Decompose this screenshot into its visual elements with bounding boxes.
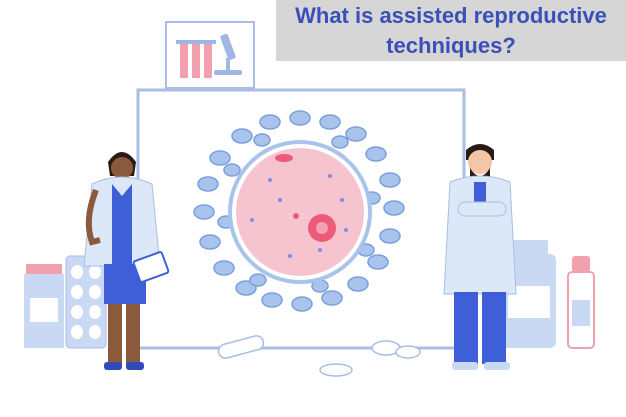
microscope-icon <box>214 33 242 75</box>
corona-cells <box>193 110 405 312</box>
pill-bottle-left <box>24 264 64 348</box>
pills <box>217 335 421 377</box>
male-doctor <box>443 144 517 370</box>
page-title: What is assisted reproductive techniques… <box>295 2 607 58</box>
blister-pack <box>65 255 107 349</box>
egg-cell <box>193 110 405 312</box>
vial <box>567 256 595 349</box>
cytoplasm <box>236 148 364 276</box>
title-banner: What is assisted reproductive techniques… <box>276 0 626 61</box>
female-doctor <box>83 152 170 370</box>
microscope-card <box>165 21 255 89</box>
